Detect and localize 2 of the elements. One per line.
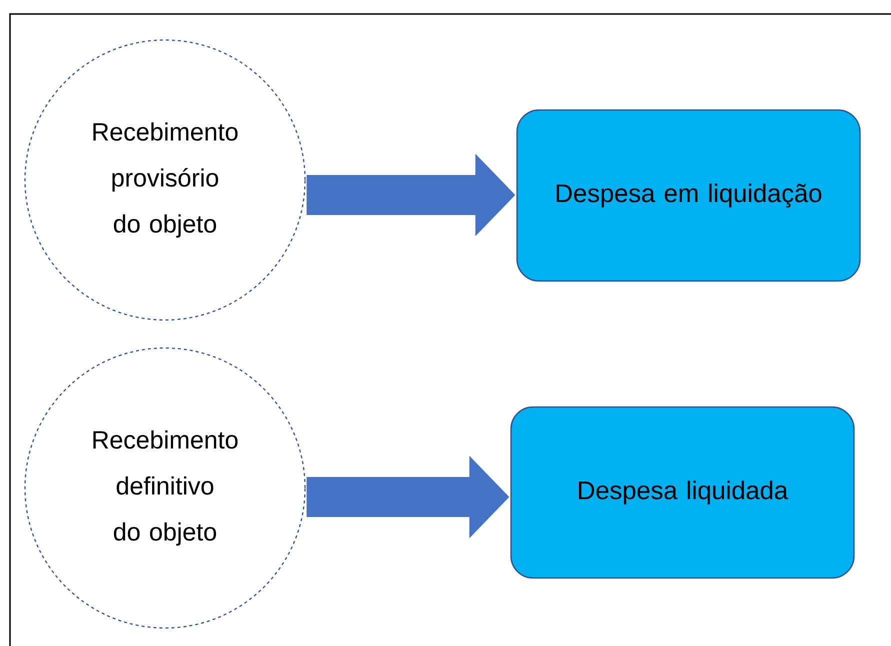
process-box: Despesa em liquidação (516, 109, 861, 282)
process-box: Despesa liquidada (510, 406, 855, 579)
